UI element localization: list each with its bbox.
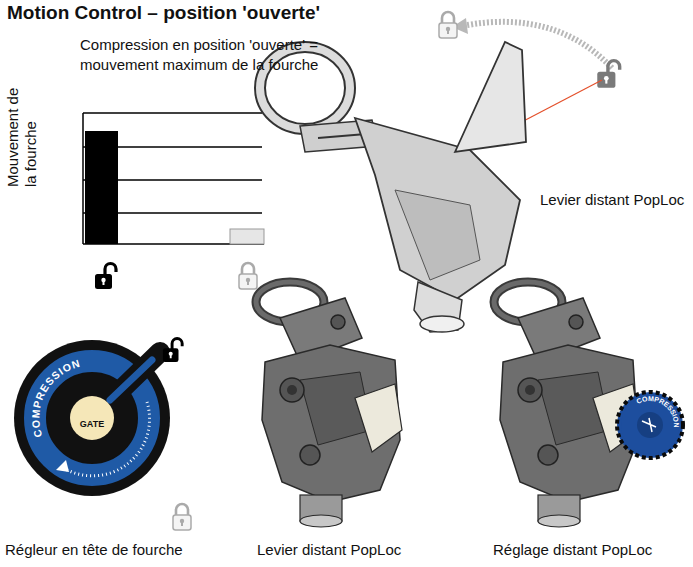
page-title: Motion Control – position 'ouverte' [7,1,320,25]
remote-lever [256,282,402,527]
open-lock-icon [95,264,116,290]
dial-label: COMPRESSION [29,357,81,439]
lever-shade [395,190,480,280]
part-name: Levier distant PopLoc [540,190,684,210]
poploc-lever-large [255,42,526,332]
part-name: Réglage distant PopLoc [493,540,652,560]
knob-center [637,412,663,438]
clamp-ring [255,42,355,134]
poploc-lever-small [256,282,402,527]
bar-open [85,131,118,244]
lever-travel-arrow [439,12,620,126]
dial-center-text: GATE [72,418,112,430]
remote-lever [494,282,640,527]
closed-lock-icon [239,263,257,289]
part-name: Régleur en tête de fourche [5,540,183,560]
knob-label: COMPRESSION [635,395,680,428]
leader-line [514,80,602,126]
barrel-end [420,316,464,332]
part-name: Levier distant PopLoc [257,540,401,560]
knob-text: COMPRESSION [635,395,680,428]
closed-lock-icon [173,504,191,530]
open-lock-icon [597,61,619,88]
dial-outer [14,340,170,496]
blue-knob [617,392,683,458]
dial-center [70,396,114,440]
y-axis [82,113,84,244]
open-lock-icon [163,339,182,362]
handle-stripe [110,360,152,400]
closed-lock-icon [439,12,457,38]
axis-label: Mouvement de la fourche [4,83,40,187]
clamp-bolt [318,134,366,138]
blue-knob-face [621,396,679,454]
compression-dial: COMPRESSION [14,339,191,530]
dial-text: COMPRESSION [29,357,81,439]
dashed-arc [462,22,612,68]
bar-chart [83,113,264,289]
poploc-adjuster: COMPRESSION [494,282,683,527]
knob-mark [642,418,656,432]
bar-locked [230,229,264,244]
grid-line [83,112,262,113]
lever-arm [455,42,526,152]
chart-caption: Compression en position 'ouverte' = mouv… [80,35,330,75]
arrow-head [56,460,69,472]
